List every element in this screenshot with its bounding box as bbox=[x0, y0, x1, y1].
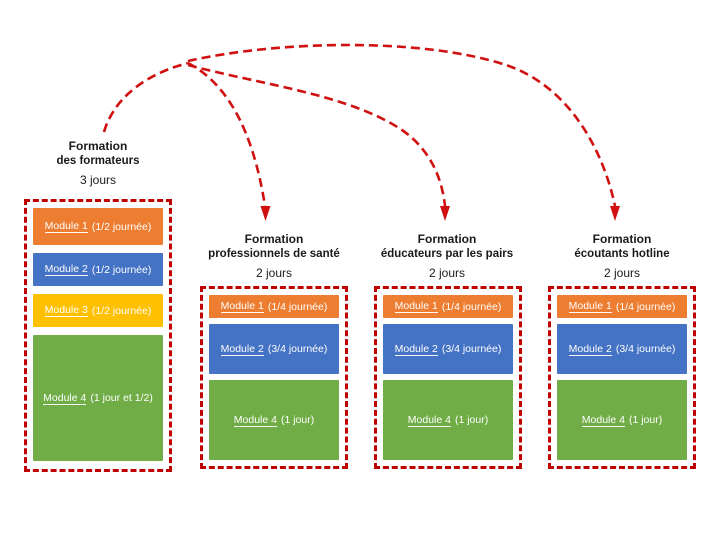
module-duration: (1/4 journée) bbox=[441, 300, 502, 313]
column-title-formation-professionnels-de-sante: Formation professionnels de santé 2 jours bbox=[194, 232, 354, 280]
title-line: Formation bbox=[244, 232, 304, 246]
title-line: Formation bbox=[68, 139, 128, 153]
title-line: professionnels de santé bbox=[208, 248, 340, 260]
module-name: Module 4 bbox=[233, 413, 277, 427]
arrow-to-ecoutants bbox=[187, 43, 617, 207]
title-line: Formation bbox=[592, 232, 652, 246]
column-box-formation-professionnels-de-sante: Module 1(1/4 journée) Module 2(3/4 journé… bbox=[200, 286, 348, 469]
column-title-formation-ecoutants-hotline: Formation écoutants hotline 2 jours bbox=[542, 232, 702, 280]
module-name: Module 1 bbox=[568, 300, 612, 313]
module-item: Module 2(1/2 journée) bbox=[33, 253, 163, 286]
module-duration: (1 jour) bbox=[628, 414, 663, 426]
module-duration: (1/4 journée) bbox=[267, 300, 328, 313]
module-name: Module 2 bbox=[568, 342, 612, 356]
module-item: Module 4(1 jour et 1/2) bbox=[33, 335, 163, 461]
module-name: Module 4 bbox=[43, 391, 87, 405]
column-title-formation-des-formateurs: Formation des formateurs 3 jours bbox=[24, 139, 172, 187]
module-duration: (3/4 journée) bbox=[615, 343, 676, 355]
column-box-formation-ecoutants-hotline: Module 1(1/4 journée) Module 2(3/4 journé… bbox=[548, 286, 696, 469]
module-item: Module 2(3/4 journée) bbox=[383, 324, 513, 374]
module-item: Module 3(1/2 journée) bbox=[33, 294, 163, 327]
module-item: Module 2(3/4 journée) bbox=[557, 324, 687, 374]
module-duration: (1/2 journée) bbox=[91, 263, 152, 276]
module-item: Module 1(1/4 journée) bbox=[209, 295, 339, 318]
title-line: écoutants hotline bbox=[574, 248, 670, 260]
module-item: Module 1(1/4 journée) bbox=[383, 295, 513, 318]
module-duration: (3/4 journée) bbox=[441, 343, 502, 355]
module-name: Module 2 bbox=[220, 342, 264, 356]
module-name: Module 1 bbox=[44, 220, 88, 233]
module-duration: (1/2 journée) bbox=[91, 220, 152, 233]
arrow-to-professionnels bbox=[187, 61, 267, 207]
arrowhead-ecoutants bbox=[610, 206, 620, 221]
arrowhead-professionnels bbox=[260, 206, 271, 221]
module-name: Module 3 bbox=[44, 304, 88, 317]
arrow-from-formateurs bbox=[102, 61, 189, 133]
module-name: Module 1 bbox=[394, 300, 438, 313]
module-duration: (1 jour) bbox=[454, 414, 489, 426]
module-item: Module 4(1 jour) bbox=[557, 380, 687, 460]
duration-label: 2 jours bbox=[428, 266, 466, 280]
column-box-formation-educateurs-par-les-pairs: Module 1(1/4 journée) Module 2(3/4 journé… bbox=[374, 286, 522, 469]
module-name: Module 2 bbox=[394, 342, 438, 356]
module-duration: (1 jour) bbox=[280, 414, 315, 426]
module-item: Module 1(1/4 journée) bbox=[557, 295, 687, 318]
duration-label: 2 jours bbox=[255, 266, 293, 280]
module-duration: (1 jour et 1/2) bbox=[90, 392, 153, 404]
module-duration: (3/4 journée) bbox=[267, 343, 328, 355]
column-title-formation-educateurs-par-les-pairs: Formation éducateurs par les pairs 2 jours bbox=[367, 232, 527, 280]
module-name: Module 4 bbox=[407, 413, 451, 427]
arrow-to-educateurs bbox=[187, 63, 447, 207]
module-item: Module 4(1 jour) bbox=[383, 380, 513, 460]
column-box-formation-des-formateurs: Module 1(1/2 journée)Module 2(1/2 journé… bbox=[24, 199, 172, 472]
module-duration: (1/4 journée) bbox=[615, 300, 676, 313]
title-line: éducateurs par les pairs bbox=[380, 248, 514, 260]
arrowhead-educateurs bbox=[440, 206, 450, 221]
module-duration: (1/2 journée) bbox=[91, 304, 152, 317]
title-line: des formateurs bbox=[56, 155, 140, 167]
duration-label: 3 jours bbox=[79, 173, 117, 187]
module-item: Module 4(1 jour) bbox=[209, 380, 339, 460]
module-item: Module 1(1/2 journée) bbox=[33, 208, 163, 245]
duration-label: 2 jours bbox=[603, 266, 641, 280]
module-name: Module 4 bbox=[581, 413, 625, 427]
module-name: Module 1 bbox=[220, 300, 264, 313]
module-name: Module 2 bbox=[44, 263, 88, 276]
title-line: Formation bbox=[417, 232, 477, 246]
module-item: Module 2(3/4 journée) bbox=[209, 324, 339, 374]
